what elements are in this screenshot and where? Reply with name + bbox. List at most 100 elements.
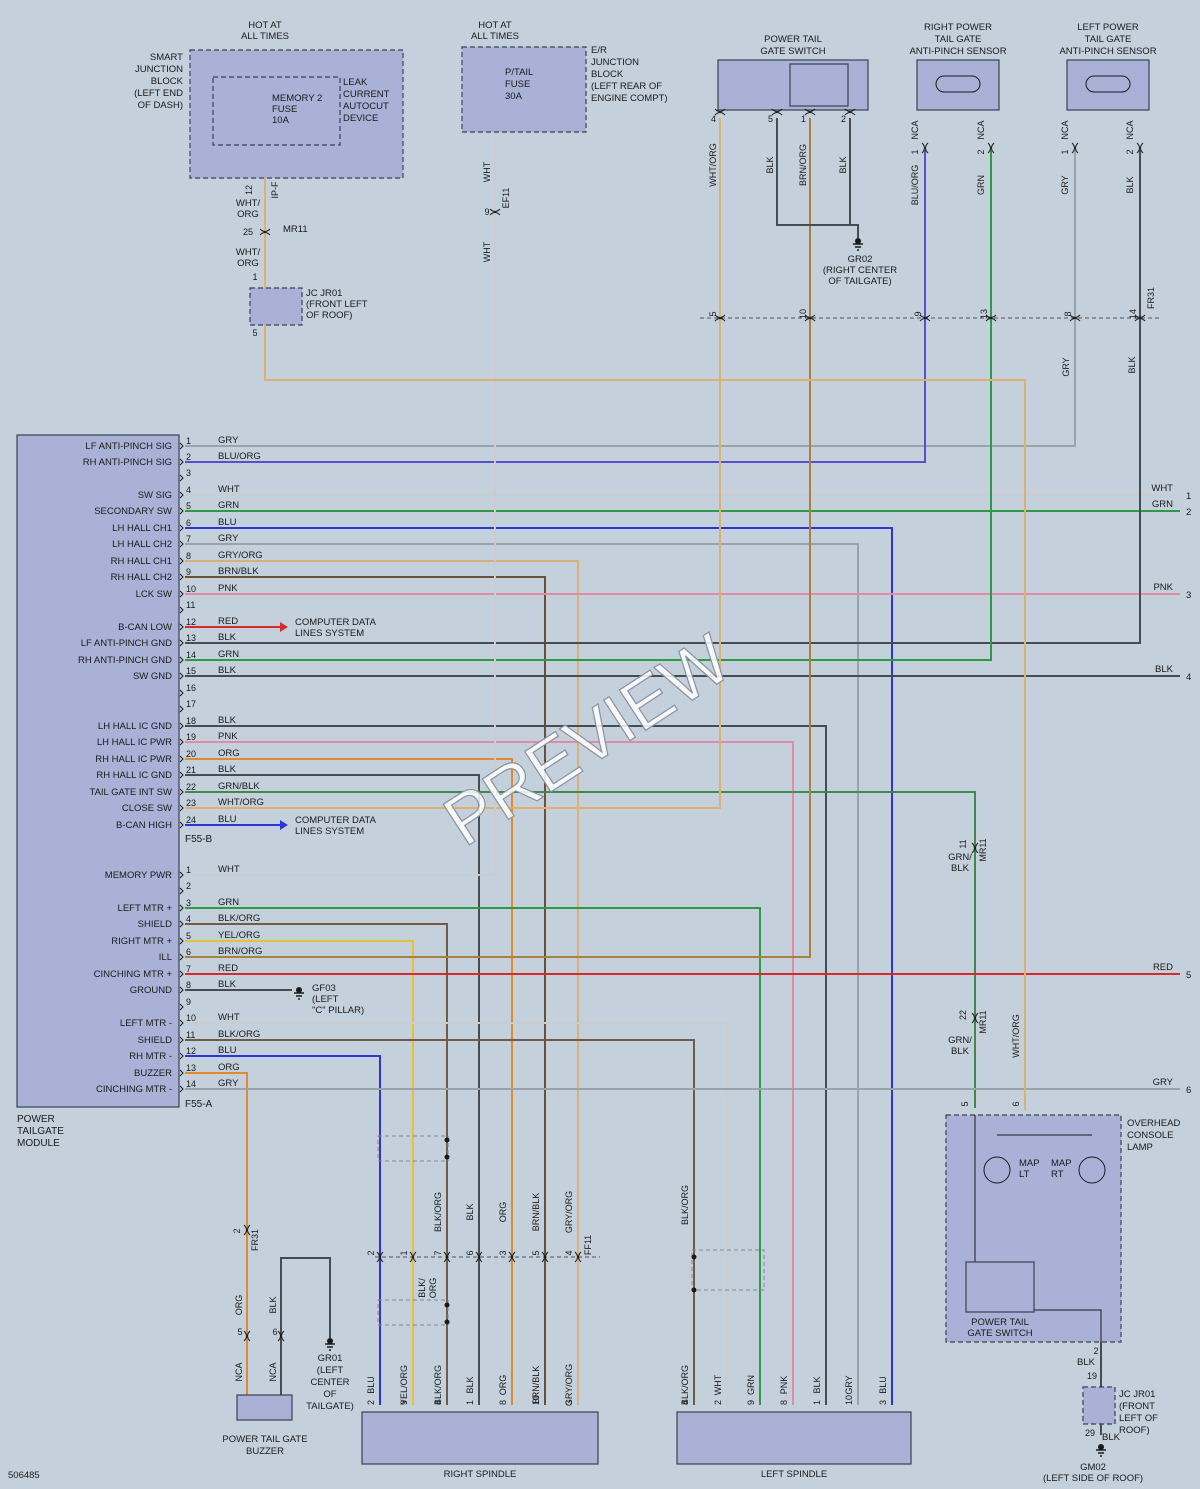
mr11-low-wire: GRN/BLK bbox=[948, 1035, 972, 1057]
module-a-pin-mark-7 bbox=[179, 970, 184, 978]
module-b-sig-6: LH HALL CH1 bbox=[112, 523, 172, 534]
ff11-conn-6 bbox=[574, 1251, 582, 1263]
left-spindle-box bbox=[676, 1411, 912, 1465]
sensor-wire-3: BLK bbox=[1125, 176, 1135, 193]
sensor-conn-0 bbox=[921, 142, 929, 154]
wire-right-mtr-plus bbox=[185, 940, 414, 1405]
left-antipinch-sensor bbox=[1066, 59, 1150, 111]
module-b-pin-mark-15 bbox=[179, 672, 184, 680]
module-b-wire-4: WHT bbox=[218, 484, 240, 495]
buzzer-nca-1: NCA bbox=[234, 1362, 244, 1381]
module-a-wire-3: GRN bbox=[218, 897, 239, 908]
sensor-conn-3 bbox=[1136, 142, 1144, 154]
ptgs-wire-1: BLK bbox=[765, 156, 775, 173]
edge-wire-2: GRN bbox=[1152, 499, 1173, 510]
module-a-wire-14: GRY bbox=[218, 1078, 239, 1089]
wire-lh-hall-ch2 bbox=[185, 543, 859, 1405]
sensor-pin-1: 2 bbox=[976, 149, 986, 154]
module-a-pin-mark-2 bbox=[179, 887, 184, 895]
module-a-wire-8: BLK bbox=[218, 979, 237, 990]
fr31-conn-5 bbox=[1134, 314, 1146, 322]
module-b-pin-11: 11 bbox=[186, 600, 195, 610]
rs-bot-wire-1: YEL/ORG bbox=[399, 1365, 409, 1405]
module-b-pin-4: 4 bbox=[186, 485, 191, 495]
wire-rh-hall-ch1 bbox=[185, 560, 579, 1405]
sensor-nca-0: NCA bbox=[910, 120, 920, 139]
module-a-pin-mark-4 bbox=[179, 920, 184, 928]
edge-num-2: 2 bbox=[1186, 507, 1191, 518]
edge-wire-5: RED bbox=[1153, 962, 1173, 973]
sensor-wire-1: GRN bbox=[976, 175, 986, 195]
module-b-pin-mark-14 bbox=[179, 656, 184, 664]
ptgs-pin-0: 4 bbox=[711, 114, 716, 124]
gr01-ground bbox=[325, 1343, 335, 1351]
wire-lh-hall-ic-gnd bbox=[185, 725, 827, 1405]
module-b-pin-mark-23 bbox=[179, 804, 184, 812]
wire-close-sw bbox=[185, 118, 721, 809]
ptgs-conn-2 bbox=[804, 108, 816, 116]
module-a-pin-mark-11 bbox=[179, 1036, 184, 1044]
module-b-wire-7: GRY bbox=[218, 533, 239, 544]
ef11-top-conn: EF11 bbox=[501, 188, 511, 209]
module-b-wire-9: BRN/BLK bbox=[218, 566, 259, 577]
gf03-ground-dot bbox=[296, 987, 302, 993]
splice-dot bbox=[444, 1319, 450, 1325]
module-b-pin-mark-22 bbox=[179, 788, 184, 796]
fr31-pin-2: 9 bbox=[913, 311, 923, 316]
rs-upper-wire-4: GRY/ORG bbox=[564, 1191, 574, 1233]
module-b-sig-24: B-CAN HIGH bbox=[116, 820, 172, 831]
splice-dot bbox=[444, 1137, 450, 1143]
sensor-conn-2 bbox=[1071, 142, 1079, 154]
buzzer-wire-blk: BLK bbox=[268, 1296, 278, 1313]
module-b-wire-1: GRY bbox=[218, 435, 239, 446]
ls-shield bbox=[691, 1249, 765, 1291]
module-b-pin-17: 17 bbox=[186, 699, 196, 709]
wire-buzzer-gnd bbox=[280, 1257, 331, 1395]
fr31-pin-3: 13 bbox=[979, 309, 989, 319]
module-b-pin-mark-16 bbox=[179, 689, 184, 697]
module-b-pin-24: 24 bbox=[186, 815, 196, 825]
ff11-conn-3 bbox=[475, 1251, 483, 1263]
ptgs-wire-2: BRN/ORG bbox=[798, 144, 808, 186]
module-b-pin-5: 5 bbox=[186, 501, 191, 511]
module-b-sig-22: TAIL GATE INT SW bbox=[89, 787, 172, 798]
module-a-pin-5: 5 bbox=[186, 931, 191, 941]
mr11-mid-pin: 11 bbox=[958, 839, 968, 848]
console-out-pin: 2 bbox=[1093, 1346, 1098, 1356]
module-b-pin-mark-17 bbox=[179, 705, 184, 713]
doc-id: 506485 bbox=[8, 1470, 40, 1481]
module-b-wire-2: BLU/ORG bbox=[218, 451, 261, 462]
ff11-pin-1: 1 bbox=[399, 1250, 409, 1255]
module-a-pin-mark-13 bbox=[179, 1069, 184, 1077]
ff11-pin-5: 5 bbox=[531, 1250, 541, 1255]
ls-bot-wire-1: WHT bbox=[713, 1374, 723, 1395]
module-b-pin-mark-18 bbox=[179, 722, 184, 730]
module-a-wire-11: BLK/ORG bbox=[218, 1029, 260, 1040]
module-conn-b-label: F55-B bbox=[185, 834, 213, 845]
module-a-pin-10: 10 bbox=[186, 1013, 196, 1023]
ff11-conn-1 bbox=[409, 1251, 417, 1263]
buzzer-box bbox=[236, 1394, 293, 1421]
rs-upper-wire-1: BLK bbox=[465, 1203, 475, 1220]
module-conn-a-label: F55-A bbox=[185, 1099, 213, 1110]
module-a-pin-mark-5 bbox=[179, 937, 184, 945]
wire-rh-antipinch-gnd bbox=[185, 150, 992, 661]
rs-bot-wire-6: GRY/ORG bbox=[564, 1364, 574, 1406]
wire-lf-antipinch-sig bbox=[185, 150, 1076, 447]
er-wire-1: WHT bbox=[482, 161, 492, 182]
ef11-top-pin: 9 bbox=[484, 207, 489, 217]
ff11-pin-6: 4 bbox=[564, 1250, 574, 1255]
module-b-sig-18: LH HALL IC GND bbox=[98, 721, 172, 732]
module-b-wire-8: GRY/ORG bbox=[218, 550, 263, 561]
module-b-pin-22: 22 bbox=[186, 782, 196, 792]
buzzer-pin-6: 6 bbox=[272, 1327, 277, 1337]
ls-bot-pin-1: 2 bbox=[713, 1400, 723, 1405]
sensor-nca-2: NCA bbox=[1060, 120, 1070, 139]
ptgs-wire-3: BLK bbox=[838, 156, 848, 173]
fr31-pin-5: 14 bbox=[1128, 309, 1138, 319]
